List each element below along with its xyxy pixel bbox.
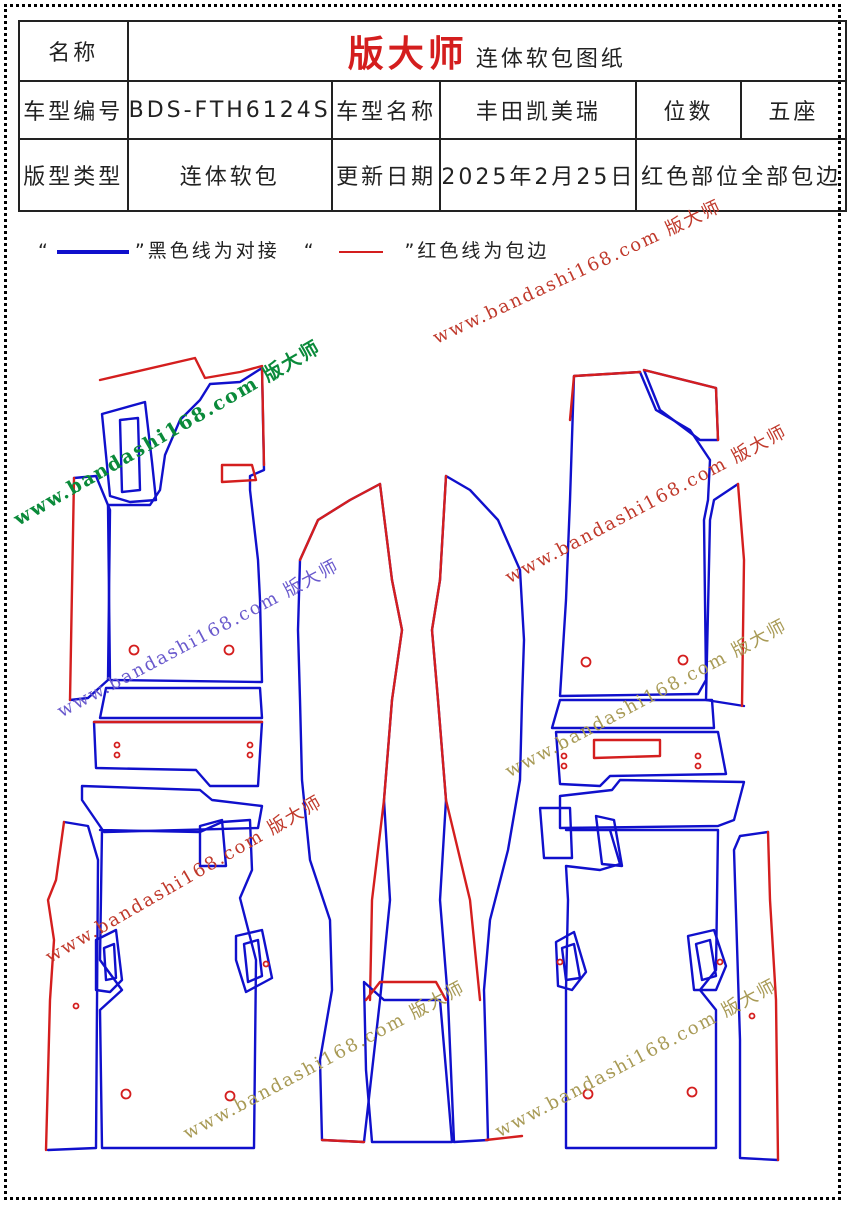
left-front-side-strip	[68, 474, 112, 702]
hole	[582, 1088, 594, 1100]
binding-note: 红色部位全部包边	[635, 138, 847, 212]
right-rear-tab-2	[594, 814, 624, 868]
hole	[128, 644, 140, 656]
right-rear-side-strip-edge	[766, 830, 780, 1162]
hole	[716, 958, 724, 966]
title-cell: 版大师连体软包图纸	[126, 20, 847, 82]
legend-quote: “	[303, 240, 317, 262]
seats-value: 五座	[739, 80, 847, 140]
left-front-panels	[68, 356, 266, 834]
tunnel-bottom-edge	[364, 980, 448, 1002]
update-label: 更新日期	[330, 138, 442, 212]
left-front-side-strip-edge	[68, 476, 76, 702]
legend-blue-line	[56, 249, 129, 254]
center-tunnel-panels	[296, 474, 526, 1144]
right-front-side-strip	[704, 482, 746, 708]
right-mid-bar-3	[558, 778, 746, 830]
legend-blue-text: 黑色线为对接	[147, 240, 280, 262]
hole	[262, 960, 270, 968]
hole	[694, 762, 702, 770]
brand-title: 版大师	[347, 34, 468, 75]
tunnel-left-edge	[298, 482, 404, 1144]
right-mid-bar-2-slot	[592, 738, 662, 760]
model-name-label: 车型名称	[330, 80, 442, 140]
type-value: 连体软包	[126, 138, 333, 212]
hole	[694, 752, 702, 760]
legend: “”黑色线为对接“”红色线为包边	[38, 236, 549, 263]
hole	[246, 751, 254, 759]
right-rear-pocket-2	[686, 928, 728, 992]
right-mid-bar-1	[550, 698, 716, 730]
right-rear-side-strip	[732, 830, 780, 1162]
left-rear-side-strip-edge	[44, 820, 66, 1152]
left-rear-tab	[198, 818, 228, 868]
type-label: 版型类型	[18, 138, 129, 212]
hole	[246, 741, 254, 749]
right-front-side-strip-edge	[736, 482, 746, 708]
seats-label: 位数	[635, 80, 742, 140]
left-mid-bar-3	[80, 784, 264, 834]
tunnel-bottom-block	[362, 980, 454, 1144]
legend-quote: ”	[404, 240, 418, 262]
right-rear-pocket-inner	[560, 942, 582, 982]
left-rear-pocket-inner	[102, 942, 118, 982]
hole	[560, 762, 568, 770]
right-front-corner-edge	[642, 368, 720, 442]
hole	[677, 654, 689, 666]
right-rear-bottom-edge	[484, 1134, 524, 1142]
right-mid-bar-2	[554, 730, 728, 788]
left-front-slot	[220, 463, 258, 484]
hole	[748, 1012, 756, 1020]
right-rear-tab	[538, 806, 574, 860]
hole	[224, 1090, 236, 1102]
info-table: 名称 版大师连体软包图纸 车型编号 BDS-FTH6124S 车型名称 丰田凯美…	[18, 20, 847, 212]
hole	[580, 656, 592, 668]
page-border	[4, 4, 841, 1200]
right-front-panels	[550, 368, 746, 830]
right-front-main-panel	[558, 370, 712, 698]
hole	[686, 1086, 698, 1098]
left-rear-main-panel	[98, 818, 258, 1150]
left-rear-pocket-2	[234, 928, 274, 994]
left-rear-side-strip	[46, 820, 100, 1152]
update-date: 2025年2月25日	[439, 138, 638, 212]
left-rear-panels	[44, 818, 274, 1152]
hole	[113, 751, 121, 759]
hole	[72, 1002, 80, 1010]
right-front-top-edge	[568, 370, 642, 422]
model-code-label: 车型编号	[18, 80, 129, 140]
right-rear-pocket	[554, 930, 588, 992]
left-front-insert	[100, 400, 158, 504]
hole	[113, 741, 121, 749]
right-rear-pocket-2-inner	[694, 938, 718, 982]
hole	[223, 644, 235, 656]
tunnel-right-edge	[430, 474, 482, 1002]
left-front-insert-inner	[118, 416, 142, 494]
legend-red-line	[338, 250, 383, 253]
model-name: 丰田凯美瑞	[439, 80, 638, 140]
hole	[120, 1088, 132, 1100]
left-rear-pocket	[94, 928, 124, 994]
model-code: BDS-FTH6124S	[126, 80, 333, 140]
right-rear-panels	[484, 806, 780, 1162]
doc-title: 连体软包图纸	[475, 47, 626, 72]
legend-quote: ”	[134, 240, 148, 262]
legend-red-text: 红色线为包边	[417, 240, 550, 262]
hole	[560, 752, 568, 760]
left-mid-bar-1	[98, 686, 264, 720]
name-label: 名称	[18, 20, 129, 82]
legend-quote: “	[38, 240, 51, 262]
hole	[556, 958, 564, 966]
left-rear-pocket-2-inner	[242, 938, 264, 984]
left-front-top-edge	[98, 356, 266, 467]
